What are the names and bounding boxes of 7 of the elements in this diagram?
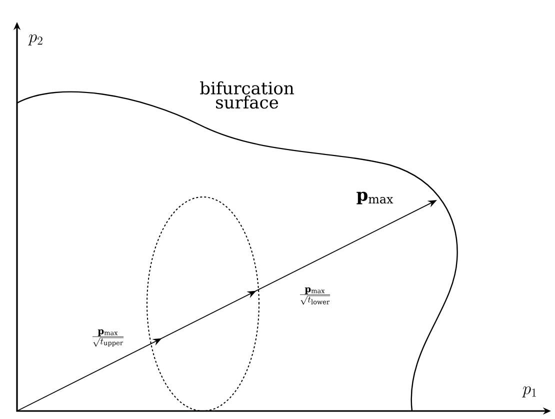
curve-label: bifurcation surface — [200, 81, 294, 109]
vector-label: $\frac{\mathbf{p}_{\max}}{\sqrt{t_{\mathrm{upper}}}}$ — [92, 329, 124, 347]
vector-label: $\frac{\mathbf{p}_{\max}}{\sqrt{t_{\mathrm{lower}}}}$ — [300, 287, 330, 305]
axis-label: $p_2$ — [28, 34, 42, 46]
dotted-ellipse — [146, 196, 260, 412]
axis-label: $p_1$ — [522, 386, 536, 398]
vector-label: $\mathbf{p}_{\max}$ — [356, 192, 394, 204]
